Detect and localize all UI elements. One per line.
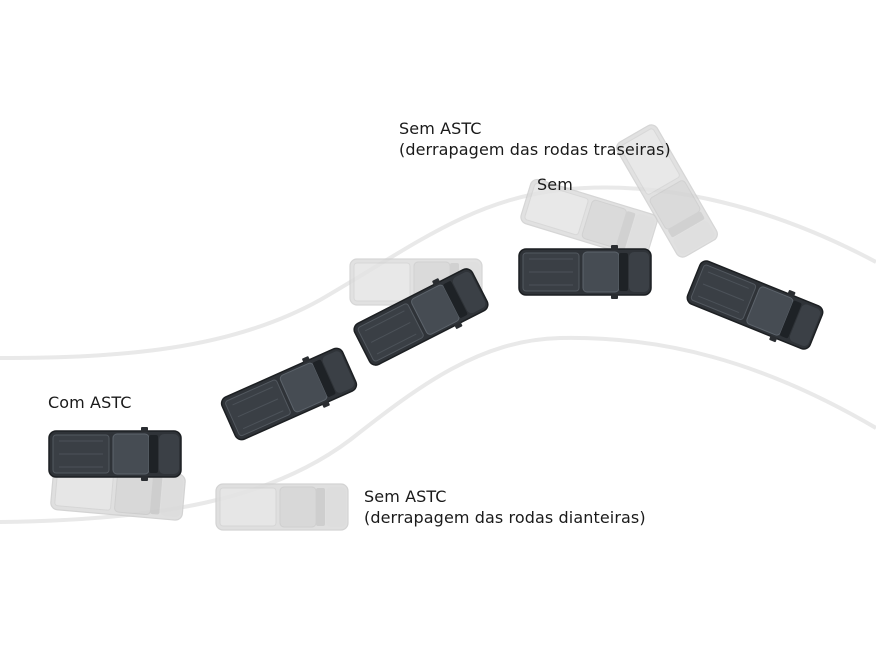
truck-astc-1 <box>48 426 182 482</box>
label-front-skid-title: Sem ASTC <box>364 487 447 506</box>
truck-astc-4 <box>518 244 652 300</box>
label-rear-skid-title: Sem ASTC <box>399 119 482 138</box>
road-upper-line <box>0 185 876 360</box>
label-front-skid: Sem ASTC (derrapagem das rodas dianteira… <box>364 486 646 528</box>
truck-ghost-2 <box>215 483 349 531</box>
label-front-skid-detail: (derrapagem das rodas dianteiras) <box>364 508 646 527</box>
label-rear-skid-detail: (derrapagem das rodas traseiras) <box>399 140 671 159</box>
label-com-astc-text: Com ASTC <box>48 393 132 412</box>
label-sem-text: Sem <box>537 175 573 194</box>
road-lower-line <box>0 335 876 524</box>
label-sem: Sem <box>537 174 573 195</box>
truck-astc-5 <box>682 254 828 356</box>
label-rear-skid: Sem ASTC (derrapagem das rodas traseiras… <box>399 118 671 160</box>
label-com-astc: Com ASTC <box>48 392 132 413</box>
truck-astc-2 <box>216 341 362 447</box>
